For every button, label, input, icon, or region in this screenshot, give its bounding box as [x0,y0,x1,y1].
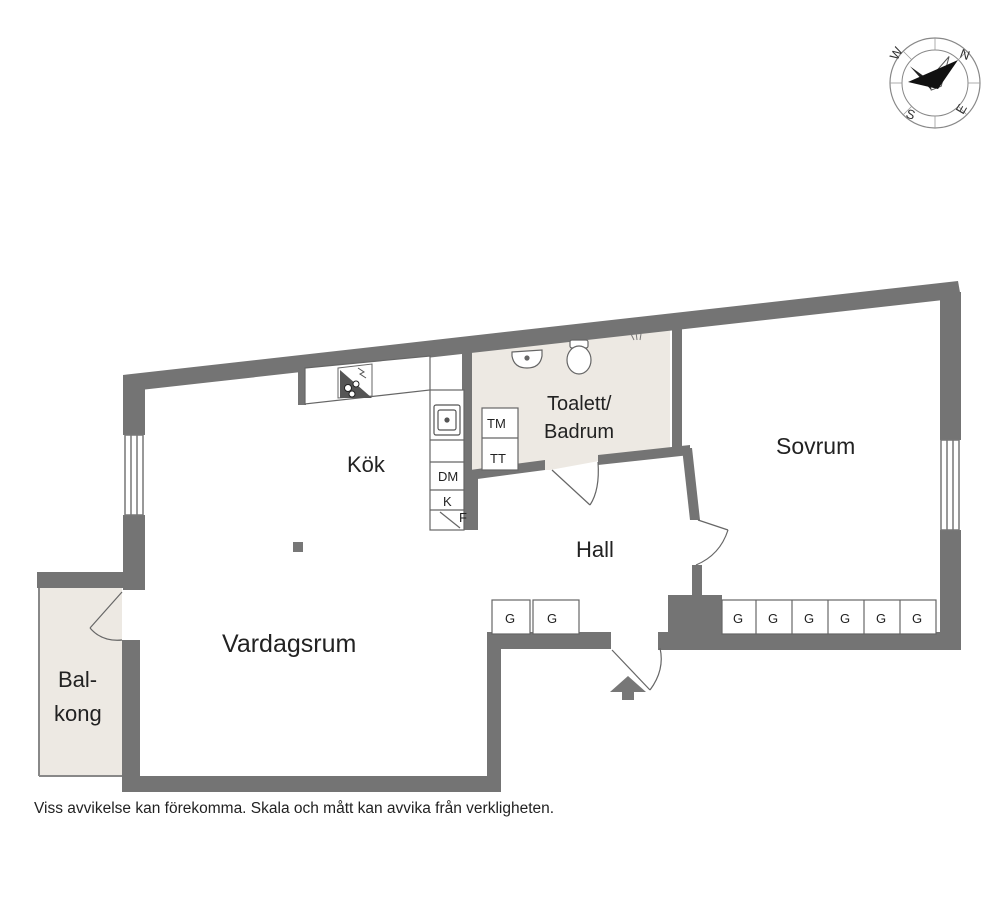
kitchen-label: Kök [347,452,386,477]
living-room-label: Vardagsrum [222,630,356,658]
bedroom-wardrobes [721,599,937,635]
disclaimer-text: Viss avvikelse kan förekomma. Skala och … [34,800,555,817]
doors [89,461,729,691]
washbasin-icon [511,349,543,369]
wardrobe-label: G [840,611,850,626]
laundry-column [481,407,519,471]
column-marker [293,542,303,552]
bathroom-label-line1: Toalett/ [547,393,612,415]
dishwasher-label: DM [438,469,458,484]
shower-icon [630,331,642,341]
kitchen-counters [304,355,465,531]
balcony-label-line1: Bal- [58,667,97,692]
hall-label: Hall [576,537,614,562]
wardrobe-label: G [912,611,922,626]
toilet-icon [566,339,592,375]
wardrobe-label: G [768,611,778,626]
interior-walls [298,325,702,600]
wardrobe-label: G [505,611,515,626]
freezer-label: F [459,510,467,525]
kitchen-sink-icon [433,404,461,436]
outer-walls [37,281,961,792]
balcony-floor [40,588,122,776]
bedroom-label: Sovrum [776,433,855,459]
bathroom-label-line2: Badrum [544,421,614,443]
wardrobe-label: G [547,611,557,626]
windows [124,434,960,531]
wardrobe-label: G [733,611,743,626]
fridge-label: K [443,494,452,509]
balcony-label-line2: kong [54,701,102,726]
stove-icon [337,363,373,399]
hall-wardrobes [491,599,580,635]
wardrobe-label: G [804,611,814,626]
balcony-outline [38,588,122,777]
washing-machine-label: TM [487,416,506,431]
entrance-arrow-icon [610,676,646,700]
wardrobe-label: G [876,611,886,626]
compass-icon: N W S E [887,37,981,129]
dryer-label: TT [490,451,506,466]
